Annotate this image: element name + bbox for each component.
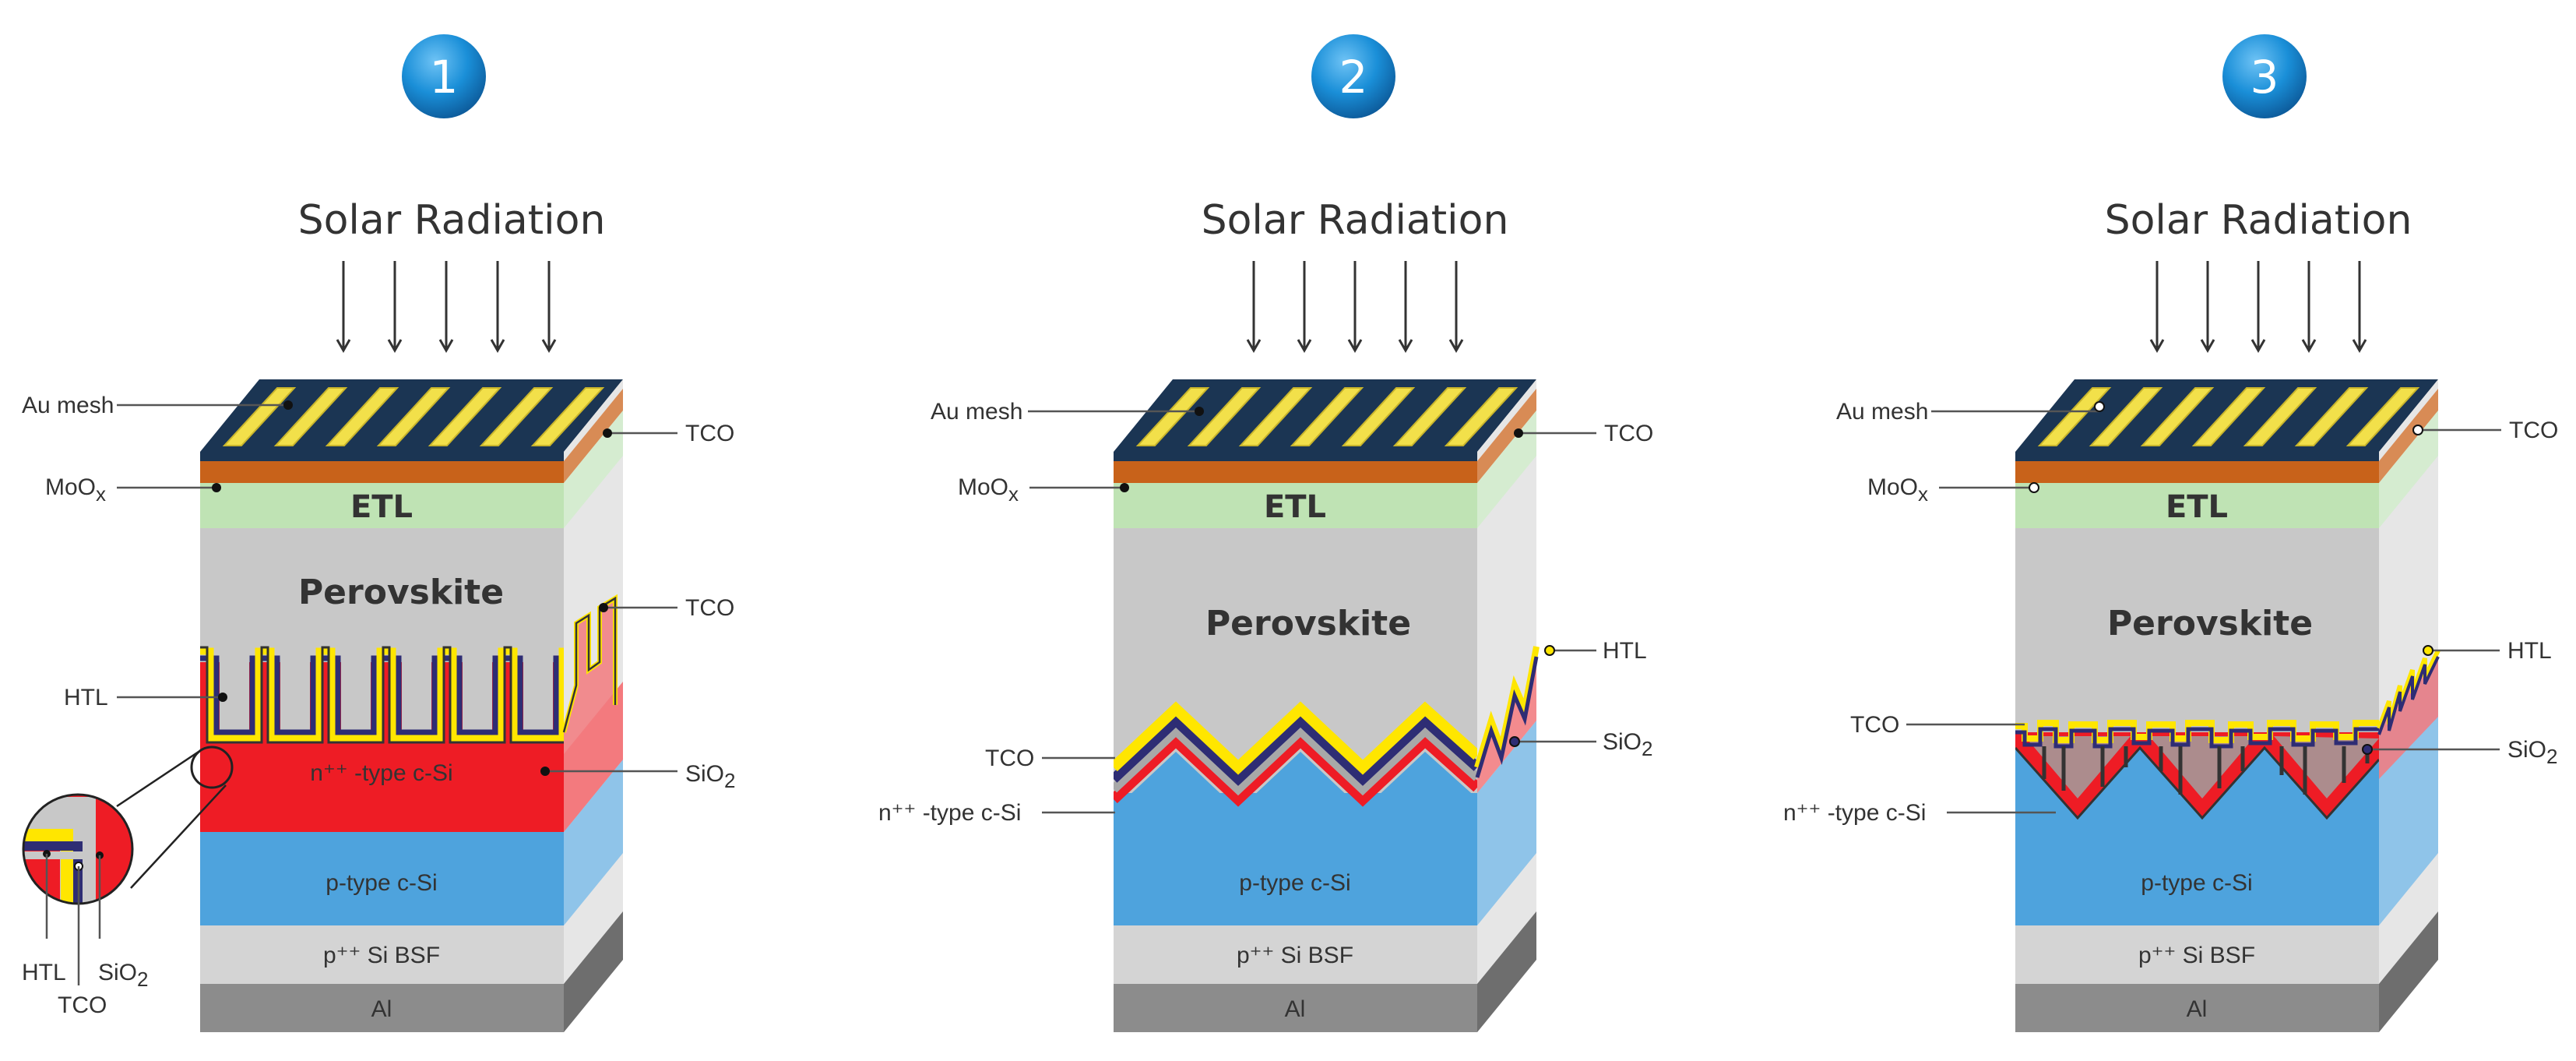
step-badge-2: 2 [1311, 34, 1395, 118]
step-number: 2 [1339, 51, 1368, 104]
radiation-arrows [1246, 261, 1464, 354]
p-type-si-label: p-type c-Si [1239, 870, 1350, 896]
moox-label: MoOx [45, 474, 106, 506]
htl-label: HTL [1603, 638, 1647, 664]
step-number: 3 [2250, 51, 2279, 104]
n-type-si-label: n⁺⁺ -type c-Si [878, 800, 1021, 826]
au-mesh-label: Au mesh [1836, 399, 1928, 425]
au-mesh-stripes [1135, 387, 1519, 446]
solar-radiation-title: Solar Radiation [1202, 197, 1509, 244]
solar-radiation-title: Solar Radiation [2105, 197, 2412, 244]
p-type-si-label: p-type c-Si [2141, 870, 2252, 896]
moox-label: MoOx [958, 474, 1019, 506]
p-type-si-label: p-type c-Si [326, 870, 437, 896]
perovskite-label: Perovskite [1205, 604, 1411, 643]
sio2-label: SiO2 [685, 761, 735, 792]
radiation-arrows [336, 261, 557, 354]
etl-label: ETL [1264, 489, 1326, 525]
inset-htl-label: HTL [22, 960, 66, 985]
al-label: Al [371, 996, 392, 1022]
perovskite-label: Perovskite [2107, 604, 2313, 643]
panel-3: 3 Solar Radiation [1783, 34, 2558, 1032]
al-label: Al [1285, 996, 1306, 1022]
htl-label: HTL [64, 685, 108, 710]
perovskite-label: Perovskite [298, 573, 504, 612]
callouts-3: Au mesh TCO MoOx HTL TCO SiO2 n⁺⁺ -type … [1783, 399, 2558, 826]
etl-label: ETL [2166, 489, 2228, 525]
n-type-si-label: n⁺⁺ -type c-Si [1783, 800, 1926, 826]
bsf-label: p⁺⁺ Si BSF [323, 943, 440, 968]
inset-sio2-label: SiO2 [98, 960, 148, 991]
au-mesh-label: Au mesh [931, 399, 1022, 425]
step-badge-1: 1 [402, 34, 486, 118]
solar-radiation-title: Solar Radiation [298, 197, 606, 244]
cell-stack-2: ETL Perovskite p-type c-Si p⁺⁺ Si BSF Al [1114, 379, 1540, 1032]
htl-label: HTL [2507, 638, 2552, 664]
inset-zoom: HTL SiO2 TCO [22, 746, 234, 1018]
au-mesh-label: Au mesh [22, 393, 114, 418]
cell-stack-1: ETL Perovskite n⁺⁺ -type c-Si p-type c-S… [200, 379, 623, 1032]
tco-top-label: TCO [2509, 418, 2558, 443]
panel-2: 2 Solar Radiation [878, 34, 1653, 1032]
tco-mid-label: TCO [985, 746, 1034, 771]
step-number: 1 [430, 51, 459, 104]
callouts-1: Au mesh TCO MoOx TCO HTL SiO2 [22, 393, 735, 792]
bsf-label: p⁺⁺ Si BSF [2138, 943, 2255, 968]
step-badge-3: 3 [2222, 34, 2307, 118]
bsf-label: p⁺⁺ Si BSF [1237, 943, 1353, 968]
cell-stack-3: ETL Perovskite p-type c-Si p⁺⁺ Si BSF Al [2015, 379, 2441, 1032]
al-label: Al [2187, 996, 2208, 1022]
tco-mid-label: TCO [1850, 712, 1899, 738]
au-mesh-stripes [222, 387, 605, 446]
sio2-label: SiO2 [1603, 729, 1652, 760]
au-mesh-stripes [2037, 387, 2420, 446]
tco-top-label: TCO [685, 421, 734, 446]
sio2-label: SiO2 [2507, 737, 2557, 768]
inset-tco-label: TCO [58, 992, 107, 1018]
panel-1: 1 Solar Radiation [22, 34, 735, 1032]
radiation-arrows [2149, 261, 2367, 354]
tco-top-label: TCO [1604, 421, 1653, 446]
n-type-si-label: n⁺⁺ -type c-Si [310, 760, 452, 786]
tco-mid-label: TCO [685, 595, 734, 621]
callouts-2: Au mesh TCO MoOx HTL SiO2 TCO n⁺⁺ -type … [878, 399, 1653, 826]
etl-label: ETL [350, 489, 413, 525]
moox-label: MoOx [1867, 474, 1928, 506]
